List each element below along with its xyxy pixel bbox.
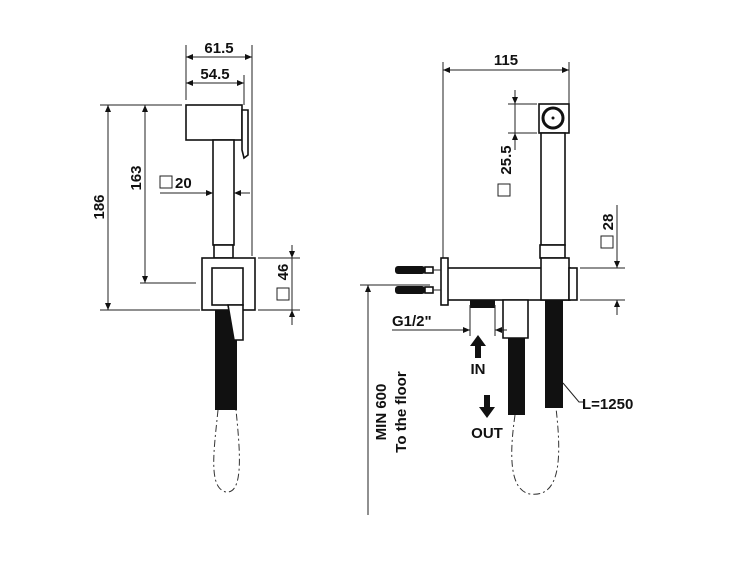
arrow-down-icon (479, 395, 495, 418)
dim-head-square: 25.5 (498, 145, 515, 174)
hose-side (215, 310, 237, 410)
outlet-hose (508, 338, 525, 415)
square-symbol (497, 183, 511, 197)
square-symbol (600, 235, 614, 249)
hose-connector (227, 304, 244, 341)
hose-length: L=1250 (582, 396, 633, 413)
dim-total-height: 186 (91, 194, 108, 219)
wall-anchors (395, 266, 441, 294)
dim-stem-square: 20 (175, 175, 192, 192)
square-symbol (276, 287, 290, 301)
hose-loop-front (511, 407, 560, 495)
dim-body-square: 28 (600, 214, 617, 231)
dim-head-width: 54.5 (200, 66, 229, 83)
inlet-thread: G1/2" (392, 313, 432, 330)
square-symbol (159, 175, 173, 189)
hand-shower-front (538, 103, 570, 259)
dim-width: 115 (494, 52, 518, 69)
min-height: MIN 600 (373, 384, 390, 441)
outlet-label: OUT (471, 425, 503, 442)
dim-handle-height: 163 (128, 165, 145, 190)
inlet-label: IN (471, 361, 486, 378)
min-height-note: To the floor (393, 371, 410, 453)
wall-bracket-side (201, 257, 256, 311)
dim-total-width: 61.5 (204, 40, 233, 57)
arrow-up-icon (470, 335, 486, 358)
shower-hose (545, 300, 563, 408)
side-view: 61.5 54.5 186 163 20 46 (91, 40, 300, 493)
hose-loop-side (213, 409, 240, 493)
wall-bracket-front (440, 257, 578, 339)
front-view: 115 (360, 52, 633, 515)
dim-bracket-square: 46 (275, 264, 292, 281)
hand-shower-side (185, 104, 249, 259)
